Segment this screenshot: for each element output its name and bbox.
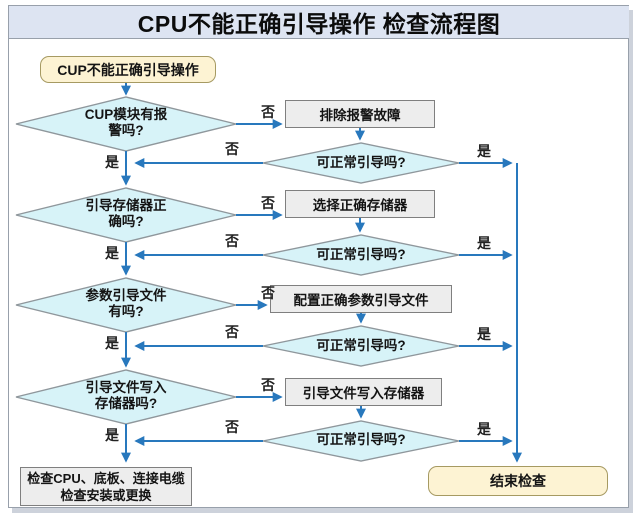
- decision-retry-3-label: 可正常引导吗?: [316, 338, 406, 353]
- decision-cpu-alarm-label: CUP模块有报 警吗?: [84, 107, 168, 138]
- action-write-file: 引导文件写入存储器: [285, 378, 442, 406]
- action-config-param-file: 配置正确参数引导文件: [270, 285, 452, 313]
- edge-label-yes: 是: [477, 326, 491, 342]
- action-select-memory: 选择正确存储器: [285, 190, 435, 218]
- edge-label-no: 否: [225, 419, 239, 435]
- decision-diamonds: [15, 96, 460, 462]
- decision-param-file-label: 参数引导文件 有吗?: [85, 288, 167, 319]
- edge-label-no: 否: [261, 104, 275, 120]
- fail-node: 检查CPU、底板、连接电缆 检查安装或更换: [20, 467, 192, 506]
- end-node: 结束检查: [428, 466, 608, 496]
- edge-label-yes: 是: [105, 154, 119, 170]
- page-title: CPU不能正确引导操作 检查流程图: [137, 11, 501, 37]
- action-clear-alarm: 排除报警故障: [285, 100, 435, 128]
- edge-label-no: 否: [225, 233, 239, 249]
- edge-label-yes: 是: [105, 335, 119, 351]
- edge-label-yes: 是: [105, 245, 119, 261]
- decision-boot-memory-label: 引导存储器正 确吗?: [85, 198, 167, 229]
- decision-retry-2-label: 可正常引导吗?: [316, 247, 406, 262]
- edge-label-yes: 是: [477, 143, 491, 159]
- edge-label-no: 否: [261, 195, 275, 211]
- decision-file-written-label: 引导文件写入 存储器吗?: [85, 380, 167, 411]
- flow-arrows: [121, 83, 522, 463]
- decision-retry-4-label: 可正常引导吗?: [316, 432, 406, 447]
- start-node: CUP不能正确引导操作: [40, 56, 216, 83]
- decision-retry-1-label: 可正常引导吗?: [316, 155, 406, 170]
- edge-label-no: 否: [225, 324, 239, 340]
- edge-label-no: 否: [261, 377, 275, 393]
- edge-label-no: 否: [261, 285, 275, 301]
- edge-label-yes: 是: [105, 427, 119, 443]
- edge-label-yes: 是: [477, 421, 491, 437]
- title-bar: CPU不能正确引导操作 检查流程图: [9, 6, 629, 39]
- edge-label-yes: 是: [477, 235, 491, 251]
- edge-label-no: 否: [225, 141, 239, 157]
